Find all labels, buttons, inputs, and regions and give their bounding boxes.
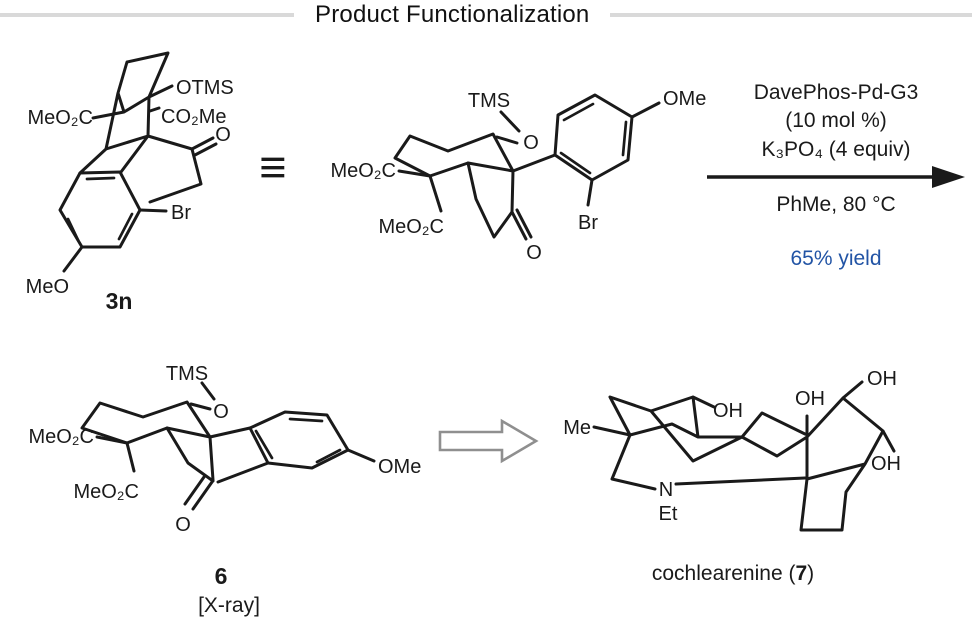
label-ester-bottom-6: MeO₂C <box>73 481 139 503</box>
conditions-line: PhMe, 80 °C <box>776 193 895 216</box>
aryl-inner-lines-6 <box>254 417 342 464</box>
title-rule-right <box>610 13 972 17</box>
caption-prefix: cochlearenine ( <box>652 562 796 585</box>
label-oh-right: OH <box>871 453 901 475</box>
structure-6: TMS O MeO₂C MeO₂C OMe O 6 [X-ray] <box>28 363 421 617</box>
block-arrow <box>438 418 539 464</box>
label-ester-top-6: MeO₂C <box>28 426 94 448</box>
aryl-ring-6 <box>248 410 350 470</box>
compound-label-6: 6 <box>215 563 228 589</box>
compound-label-3n: 3n <box>106 288 133 314</box>
equivalence-icon: ≡ <box>259 140 287 193</box>
label-ome-6: OMe <box>378 456 421 478</box>
label-methoxy: MeO <box>26 276 69 298</box>
xray-note: [X-ray] <box>198 594 260 617</box>
label-ester-right: CO₂Me <box>161 106 227 128</box>
label-oh-top-right: OH <box>867 368 897 390</box>
reagent-line-3: K₃PO₄ (4 equiv) <box>761 138 910 161</box>
bond-skeleton-6 <box>95 381 376 484</box>
reagent-line-1: DavePhos-Pd-G3 <box>754 81 919 104</box>
ketone-double-bond-3n <box>190 136 218 157</box>
label-ether-o: O <box>523 132 539 154</box>
label-oh-top-mid: OH <box>795 388 825 410</box>
chair-ring <box>393 132 515 178</box>
label-tms-6: TMS <box>166 363 208 385</box>
bond-skeleton-7 <box>592 380 896 532</box>
aryl-ring-mid <box>553 93 634 182</box>
bond-skeleton-mid <box>397 101 661 239</box>
caption-number: 7 <box>795 562 807 585</box>
label-et: Et <box>659 503 678 525</box>
block-arrow-shape <box>438 418 539 464</box>
chair-ring-6 <box>80 400 212 445</box>
bond-dash-stub-3n <box>148 106 161 113</box>
label-ketone-o-6: O <box>175 514 191 536</box>
label-br: Br <box>578 212 598 234</box>
structure-3n-redrawn: TMS O MeO₂C MeO₂C OMe Br O <box>330 88 706 264</box>
label-n: N <box>659 479 673 501</box>
structure-7: Me OH OH OH OH N Et cochlearenine (7) <box>563 368 901 585</box>
label-ester-bottom: MeO₂C <box>378 216 444 238</box>
label-ester-top: MeO₂C <box>330 160 396 182</box>
reaction-conditions-block: DavePhos-Pd-G3 (10 mol %) K₃PO₄ (4 equiv… <box>707 81 965 270</box>
label-ether-o-6: O <box>213 401 229 423</box>
label-me: Me <box>563 417 591 439</box>
label-ketone-o: O <box>215 124 231 146</box>
scheme-title: Product Functionalization <box>315 1 590 28</box>
label-ester-left: MeO₂C <box>27 107 93 129</box>
title-row: Product Functionalization <box>0 0 972 30</box>
reaction-arrow-head <box>932 166 965 188</box>
label-ketone-o-mid: O <box>526 242 542 264</box>
title-rule-left <box>0 13 294 17</box>
bond-skeleton-3n <box>62 51 203 273</box>
ketone-double-bond-mid <box>510 208 533 241</box>
aryl-inner-lines-3n <box>66 176 134 242</box>
label-bromo: Br <box>171 202 191 224</box>
caption-suffix: ) <box>807 562 814 585</box>
compound-caption-7: cochlearenine (7) <box>652 562 814 585</box>
label-ome: OMe <box>663 88 706 110</box>
aryl-inner-lines-mid <box>559 102 628 175</box>
reagent-line-2: (10 mol %) <box>785 109 887 132</box>
yield-text: 65% yield <box>790 247 881 270</box>
label-oh-top-left: OH <box>713 400 743 422</box>
label-tms: TMS <box>468 90 510 112</box>
label-otms: OTMS <box>176 77 234 99</box>
structure-3n: MeO₂C OTMS CO₂Me O Br MeO 3n <box>26 51 234 314</box>
ketone-double-bond-6 <box>183 475 214 511</box>
aryl-ring-3n <box>58 170 142 249</box>
